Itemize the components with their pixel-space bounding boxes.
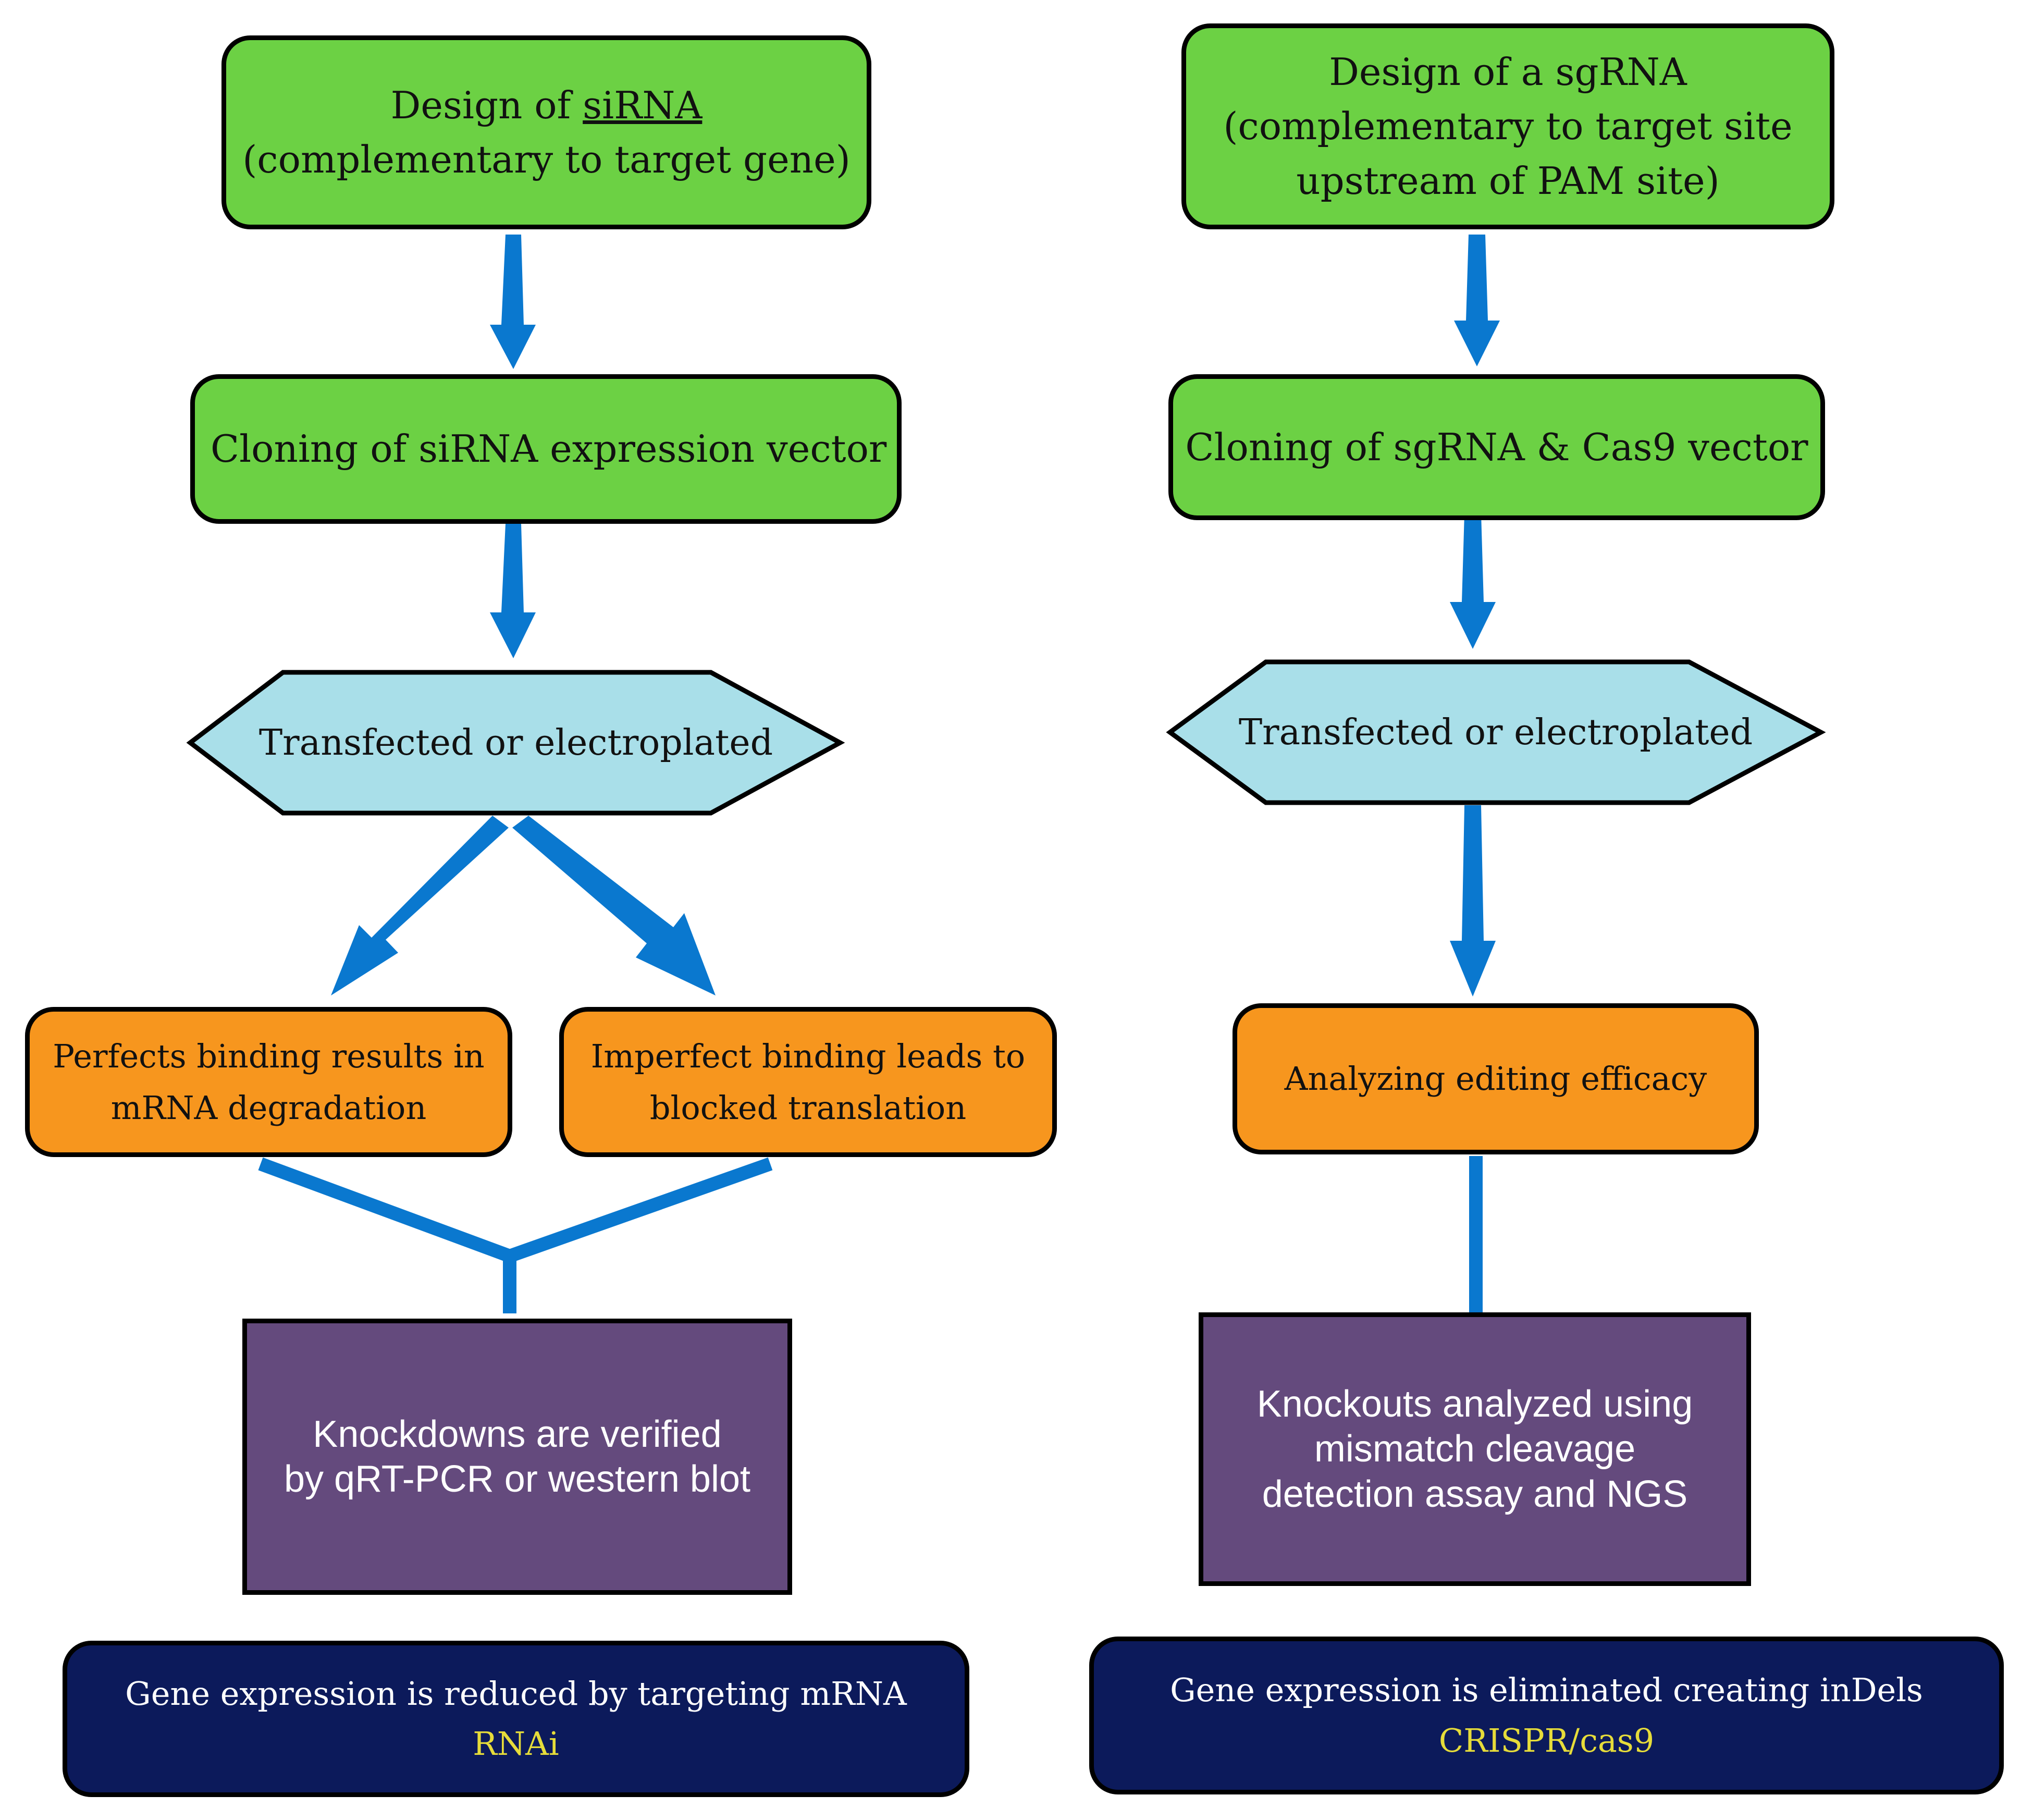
crispr-analysis-label: Analyzing editing efficacy: [1284, 1060, 1707, 1098]
crispr-design-line2: (complementary to target site: [1223, 104, 1793, 149]
crispr-design-line3: upstream of PAM site): [1296, 158, 1720, 203]
rnai-imperfect-line2: blocked translation: [649, 1089, 967, 1127]
rnai-transfection-hexagon: [186, 670, 845, 816]
rnai-verification-line1: Knockdowns are verified: [313, 1413, 722, 1455]
rnai-design-term: siRNA: [583, 83, 703, 127]
rnai-method-label: RNAi: [473, 1725, 559, 1763]
rnai-arrow-to-perfect-binding: [331, 816, 509, 995]
rnai-arrow-design-to-cloning: [490, 235, 536, 369]
crispr-transfection-label: Transfected or electroplated: [1238, 711, 1753, 753]
crispr-result-box: Gene expression is eliminated creating i…: [1089, 1637, 2004, 1794]
rnai-perfect-line2: mRNA degradation: [110, 1089, 427, 1127]
crispr-verification-line1: Knockouts analyzed using: [1256, 1383, 1693, 1425]
crispr-transfection-hexagon: [1166, 659, 1826, 805]
rnai-cloning-label: Cloning of siRNA expression vector: [211, 427, 887, 471]
rnai-verification-line2: by qRT-PCR or western blot: [284, 1458, 750, 1500]
rnai-arrow-cloning-to-transfection: [490, 524, 536, 658]
rnai-result-box: Gene expression is reduced by targeting …: [63, 1641, 969, 1797]
rnai-transfection-label: Transfected or electroplated: [258, 722, 773, 764]
crispr-design-box: Design of a sgRNA (complementary to targ…: [1181, 23, 1834, 229]
crispr-arrow-cloning-to-transfection: [1450, 513, 1496, 649]
crispr-cloning-box: Cloning of sgRNA & Cas9 vector: [1168, 374, 1825, 520]
crispr-method-label: CRISPR/cas9: [1438, 1721, 1655, 1760]
crispr-verification-box: Knockouts analyzed using mismatch cleava…: [1199, 1312, 1751, 1586]
crispr-analysis-box: Analyzing editing efficacy: [1233, 1003, 1759, 1154]
rnai-result-text: Gene expression is reduced by targeting …: [125, 1674, 907, 1713]
rnai-cloning-box: Cloning of siRNA expression vector: [190, 374, 902, 524]
rnai-perfect-binding-box: Perfects binding results in mRNA degrada…: [25, 1007, 512, 1157]
crispr-verification-line3: detection assay and NGS: [1262, 1473, 1688, 1515]
rnai-merge-connector: [258, 1157, 773, 1263]
rnai-perfect-line1: Perfects binding results in: [53, 1037, 485, 1075]
rnai-arrow-to-imperfect-binding: [512, 816, 716, 995]
crispr-arrow-design-to-cloning: [1454, 235, 1500, 366]
crispr-result-text: Gene expression is eliminated creating i…: [1170, 1671, 1923, 1710]
rnai-design-detail: (complementary to target gene): [242, 138, 851, 181]
rnai-design-box: Design of siRNA (complementary to target…: [221, 35, 871, 229]
rnai-imperfect-line1: Imperfect binding leads to: [590, 1037, 1026, 1075]
crispr-cloning-label: Cloning of sgRNA & Cas9 vector: [1185, 425, 1808, 469]
crispr-design-line1: Design of a sgRNA: [1329, 50, 1687, 94]
rnai-imperfect-binding-box: Imperfect binding leads to blocked trans…: [559, 1007, 1057, 1157]
rnai-design-prefix: Design of: [390, 83, 583, 127]
crispr-verification-line2: mismatch cleavage: [1314, 1428, 1636, 1470]
rnai-verification-box: Knockdowns are verified by qRT-PCR or we…: [242, 1319, 792, 1595]
crispr-arrow-transfection-to-analysis: [1450, 805, 1496, 997]
rnai-design-title: Design of siRNA: [391, 78, 703, 132]
